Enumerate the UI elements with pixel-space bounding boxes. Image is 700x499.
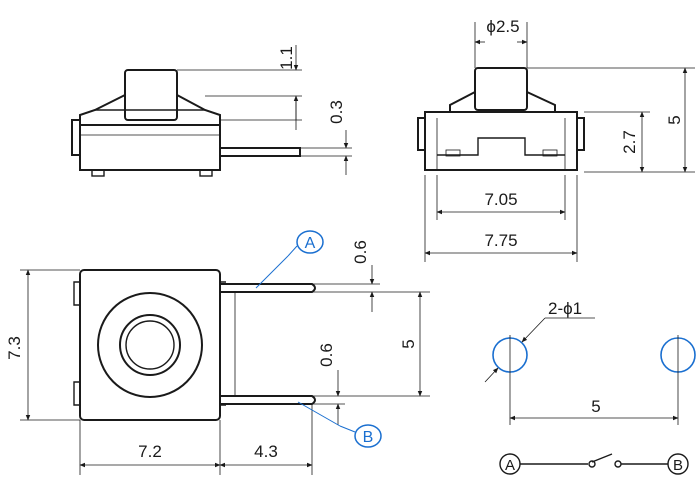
top-view-button-mid (119, 314, 181, 376)
side-view-lead (220, 147, 301, 157)
side-view-body (79, 124, 221, 171)
side-view-foot-right (199, 169, 213, 177)
top-view-lead-top (220, 283, 316, 293)
front-view-left-clip (417, 117, 425, 151)
top-view-lead-bottom (220, 395, 316, 405)
schematic-terminal-b (667, 453, 689, 475)
callout-b-label: B (363, 429, 374, 446)
dim-lead-spacing: 5 (399, 339, 418, 348)
top-view-button-outer (97, 292, 203, 398)
dim-body-width: 7.2 (138, 442, 162, 461)
dim-body-height: 2.7 (620, 130, 639, 154)
dim-body-side: 7.3 (5, 336, 24, 360)
side-view-button-stem (124, 69, 178, 121)
dim-button-diameter: ϕ2.5 (486, 17, 519, 36)
dim-inner-width: 7.05 (484, 190, 517, 209)
pcb-footprint: 5 2-ϕ1 (484, 299, 696, 425)
front-view-dimensions: ϕ2.5 5 2.7 7.05 7.75 (424, 17, 695, 262)
dim-lead-length: 4.3 (254, 442, 278, 461)
dim-gap: 0.3 (327, 100, 346, 124)
top-view-dimensions: 7.3 0.6 5 0.6 7.2 4.3 (5, 240, 430, 475)
schematic-terminal-a-label: A (505, 457, 515, 474)
side-view-foot-left (91, 169, 105, 177)
top-view (73, 269, 316, 421)
top-view-button-inner (125, 320, 175, 370)
side-view-dimensions: 1.1 0.3 (177, 45, 352, 175)
front-view-inner-step (437, 137, 565, 156)
callout-a-label: A (305, 235, 316, 252)
dim-hole-spacing: 5 (591, 397, 600, 416)
top-view-notches (73, 281, 226, 406)
side-view-left-clip (71, 119, 80, 156)
front-view (417, 67, 585, 171)
dim-overall-width: 7.75 (484, 231, 517, 250)
schematic-terminal-b-label: B (673, 457, 683, 474)
front-view-right-clip (577, 117, 585, 151)
callout-b-bubble (354, 424, 382, 448)
callout-b: B (297, 401, 382, 448)
callout-a-bubble (296, 230, 324, 254)
side-view (71, 69, 301, 177)
dim-total-height: 5 (665, 115, 684, 124)
top-view-body (79, 269, 221, 421)
front-view-button-stem (474, 67, 528, 111)
dim-hole-spec: 2-ϕ1 (548, 299, 582, 318)
dim-top-lead-width: 0.6 (351, 240, 370, 264)
dim-bottom-lead-width: 0.6 (317, 343, 336, 367)
switch-schematic: A B (499, 453, 689, 475)
callout-a: A (255, 230, 324, 289)
dim-stem-height: 1.1 (277, 46, 296, 70)
front-view-body (424, 111, 578, 171)
